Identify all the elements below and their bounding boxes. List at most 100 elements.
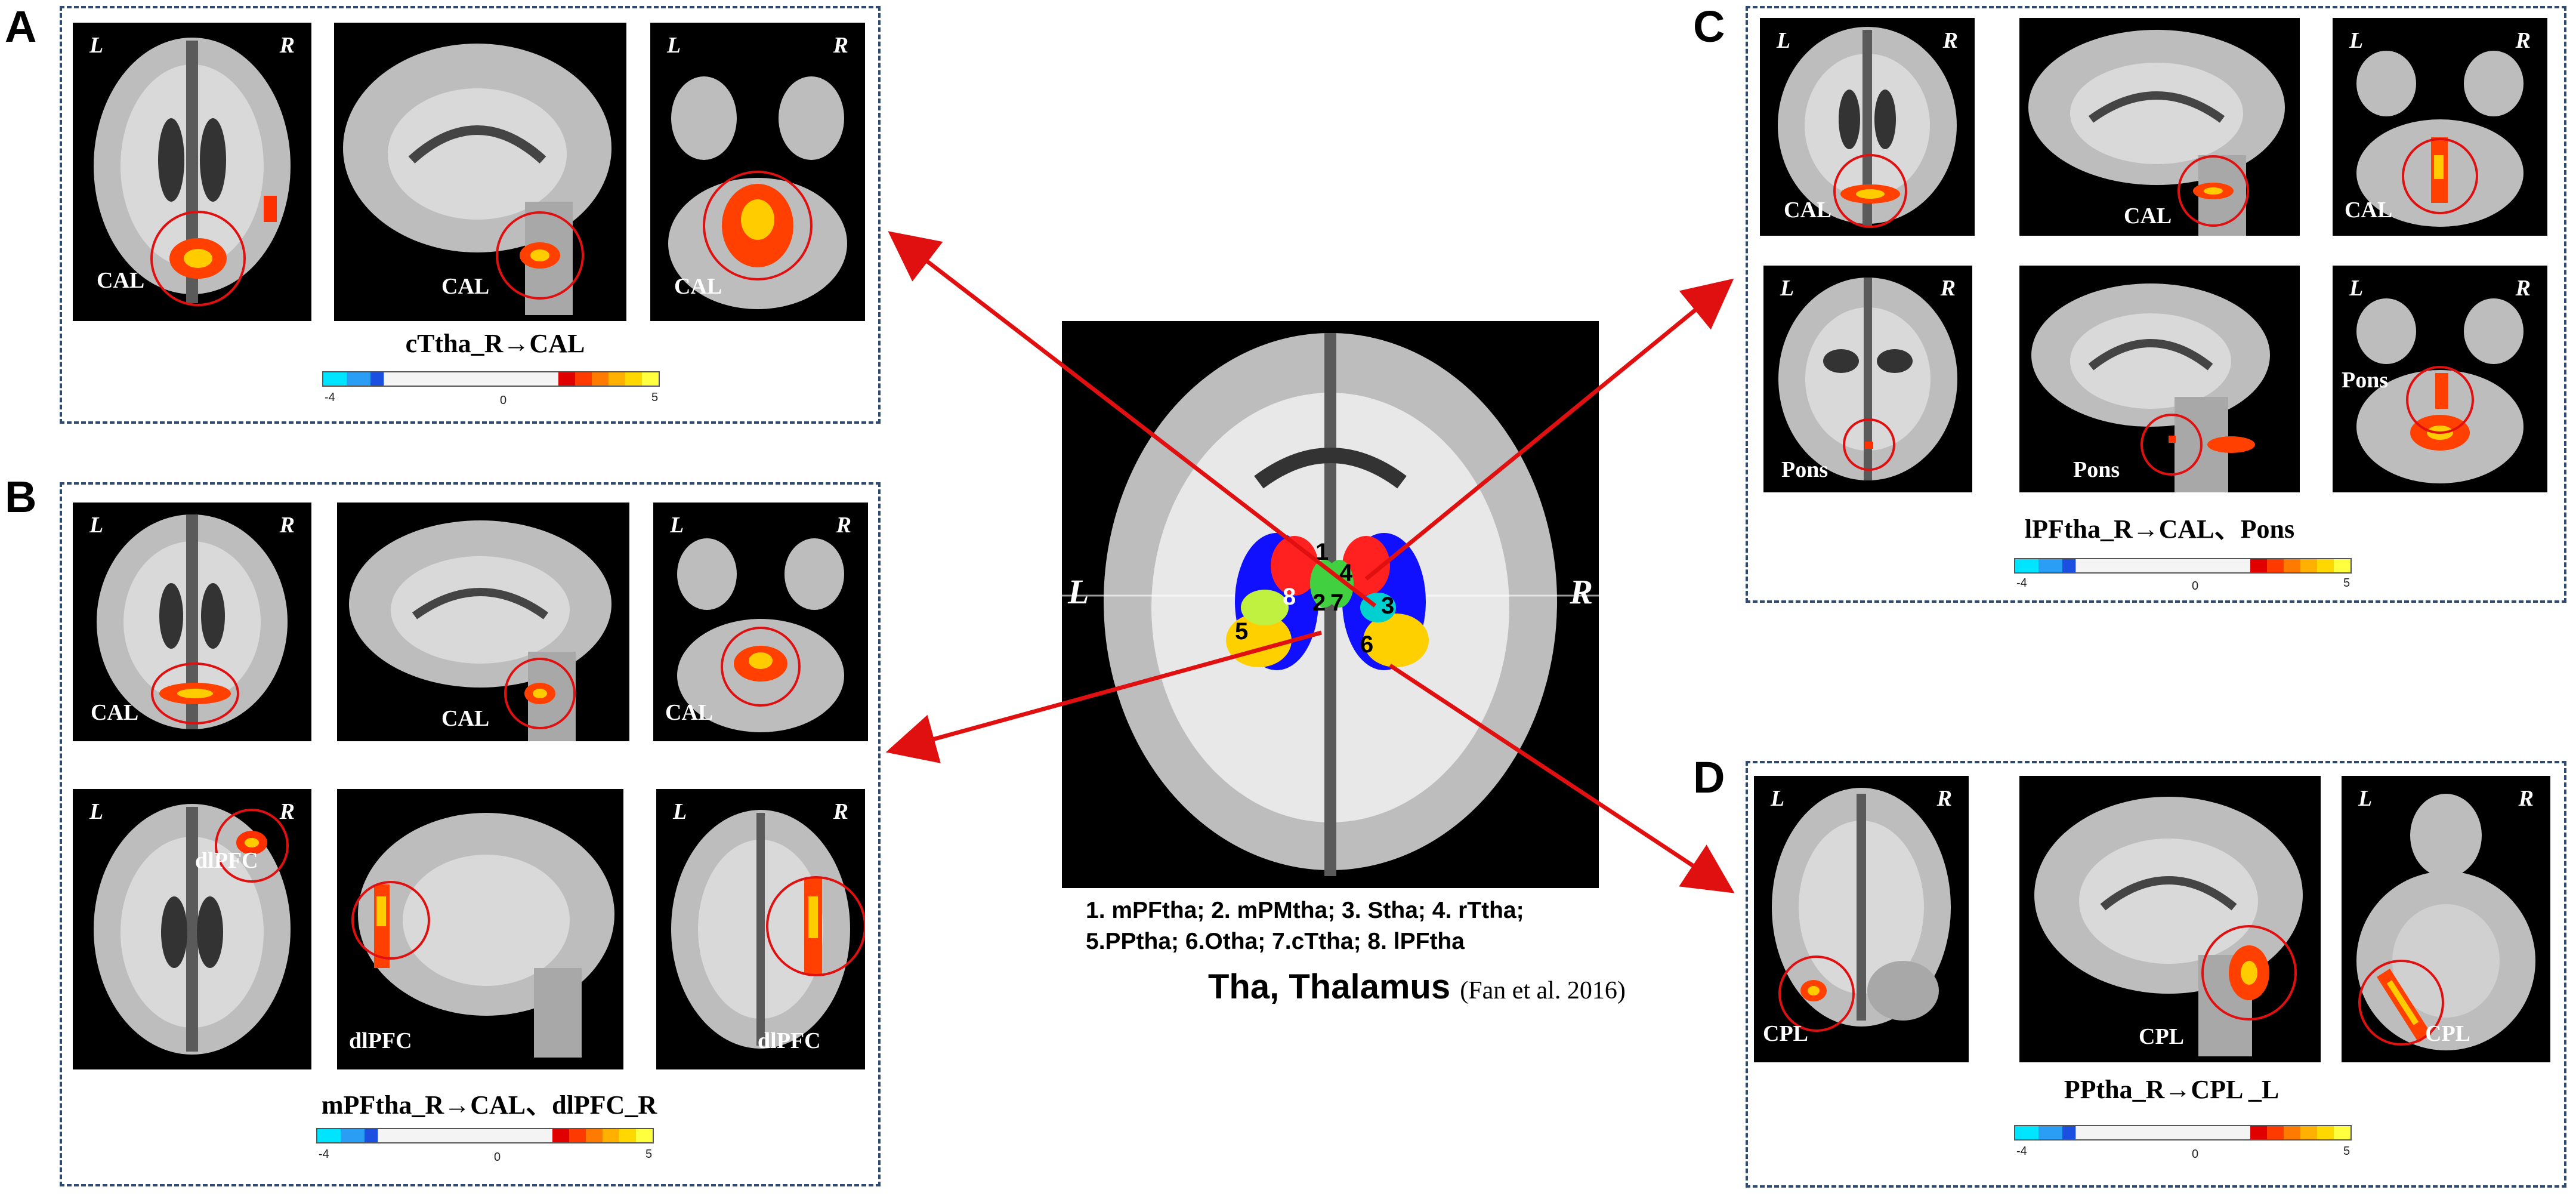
atlas-left-label: L <box>1068 572 1089 611</box>
atlas-num-3: 3 <box>1381 593 1395 619</box>
panel-c-sagittal-slice-1: CAL <box>2019 18 2300 236</box>
panel-a-cbar-mid: 0 <box>500 394 507 407</box>
panel-c-region-label-6: Pons <box>2342 368 2389 393</box>
atlas-num-7: 7 <box>1330 590 1344 616</box>
panel-d-orient-r-1: R <box>1936 786 1952 811</box>
panel-b-orient-l-6: L <box>673 799 687 824</box>
panel-c-orient-l-4: L <box>1780 276 1794 301</box>
panel-b-axial-slice-1: L R CAL <box>73 503 311 741</box>
panel-a-orient-r-1: R <box>279 33 295 58</box>
panel-b-cbar-mid: 0 <box>494 1151 501 1164</box>
panel-c-cbar-max: 5 <box>2343 577 2350 590</box>
panel-b-region-label-5: dlPFC <box>349 1028 412 1053</box>
atlas-num-4: 4 <box>1339 560 1353 586</box>
panel-b-cbar-min: -4 <box>319 1148 329 1161</box>
panel-a-cbar-min: -4 <box>325 391 335 404</box>
panel-c-title: lPFtha_R→CAL、Pons <box>2024 514 2295 544</box>
panel-a-colorbar <box>322 371 660 387</box>
panel-b-sagittal-slice-2: dlPFC <box>337 789 623 1069</box>
atlas-num-6: 6 <box>1360 631 1374 658</box>
panel-b-title: mPFtha_R→CAL、dlPFC_R <box>321 1090 657 1120</box>
panel-a-region-label-3: CAL <box>674 274 722 299</box>
panel-d-colorbar <box>2014 1125 2352 1140</box>
panel-b-axial-slice-2: L R dlPFC <box>73 789 311 1069</box>
panel-c-region-label-4: Pons <box>1781 457 1828 482</box>
panel-b-letter: B <box>5 472 37 522</box>
panel-c-orient-r-6: R <box>2515 276 2531 301</box>
panel-d-axial-slice: L R CPL <box>1754 776 1969 1062</box>
thalamus-atlas-image: L R 1 4 8 2 7 3 5 6 <box>1062 321 1599 888</box>
panel-d-orient-l-3: L <box>2358 786 2373 811</box>
panel-d-frame <box>1746 761 2566 1188</box>
atlas-right-label: R <box>1570 572 1593 611</box>
panel-a-coronal-slice: L R CAL <box>650 23 865 321</box>
panel-c-letter: C <box>1693 2 1725 51</box>
panel-d-letter: D <box>1693 753 1725 802</box>
panel-a-orient-l-1: L <box>89 33 104 58</box>
panel-c-orient-r-1: R <box>1942 28 1958 53</box>
panel-d-region-label-2: CPL <box>2139 1024 2184 1049</box>
panel-b-coronal-slice-2: L R dlPFC <box>656 789 865 1069</box>
panel-a-region-label-2: CAL <box>441 274 490 299</box>
panel-c-region-label-2: CAL <box>2124 204 2172 229</box>
panel-c-orient-l-1: L <box>1777 28 1791 53</box>
panel-c-colorbar <box>2014 558 2352 574</box>
panel-a-orient-l-3: L <box>667 33 681 58</box>
panel-c-axial-slice-2: L R Pons <box>1763 266 1972 492</box>
panel-c-coronal-slice-1: L R CAL <box>2333 18 2547 236</box>
atlas-caption: Tha, Thalamus <box>1208 967 1451 1006</box>
panel-d-coronal-slice: L R CPL <box>2342 776 2550 1062</box>
panel-d-sagittal-slice: CPL <box>2019 776 2321 1062</box>
atlas-legend: 1. mPFtha; 2. mPMtha; 3. Stha; 4. rTtha;… <box>1086 895 1524 957</box>
panel-b-sagittal-slice-1: CAL <box>337 503 629 741</box>
panel-d-region-label-1: CPL <box>1763 1021 1808 1046</box>
panel-c-orient-l-3: L <box>2349 28 2364 53</box>
panel-b-region-label-2: CAL <box>441 706 490 731</box>
panel-b-cbar-max: 5 <box>645 1148 653 1161</box>
panel-b-orient-l-4: L <box>89 799 104 824</box>
panel-c-cbar-mid: 0 <box>2192 579 2199 593</box>
panel-c-orient-r-3: R <box>2515 28 2531 53</box>
panel-a-axial-slice: L R CAL <box>73 23 311 321</box>
panel-a-letter: A <box>5 2 37 51</box>
panel-b-frame <box>60 482 881 1186</box>
panel-b-orient-l-3: L <box>670 513 684 538</box>
panel-c-axial-slice-1: L R CAL <box>1760 18 1975 236</box>
panel-b-orient-l-1: L <box>89 513 104 538</box>
atlas-num-8: 8 <box>1283 584 1296 610</box>
panel-a-title: cTtha_R→CAL <box>405 329 585 358</box>
atlas-num-2: 2 <box>1312 590 1326 616</box>
panel-b-region-label-3: CAL <box>665 700 714 725</box>
panel-c-cbar-min: -4 <box>2016 577 2027 590</box>
panel-d-cbar-mid: 0 <box>2192 1148 2199 1161</box>
panel-b-coronal-slice-1: L R CAL <box>653 503 868 741</box>
panel-b-region-label-4: dlPFC <box>195 848 258 873</box>
panel-d-cbar-max: 5 <box>2343 1145 2350 1158</box>
panel-b-region-label-1: CAL <box>91 700 139 725</box>
panel-a-sagittal-slice: CAL <box>334 23 626 321</box>
panel-b-colorbar <box>316 1128 654 1143</box>
panel-c-orient-r-4: R <box>1940 276 1956 301</box>
panel-b-region-label-6: dlPFC <box>758 1028 821 1053</box>
panel-b-orient-r-6: R <box>833 799 848 824</box>
panel-d-orient-r-3: R <box>2518 786 2534 811</box>
atlas-legend-line-1: 1. mPFtha; 2. mPMtha; 3. Stha; 4. rTtha; <box>1086 898 1524 923</box>
panel-b-orient-r-1: R <box>279 513 295 538</box>
panel-c-region-label-3: CAL <box>2345 198 2393 223</box>
panel-d-region-label-3: CPL <box>2425 1021 2470 1046</box>
panel-a-orient-r-3: R <box>833 33 848 58</box>
panel-b-orient-r-4: R <box>279 799 295 824</box>
panel-d-orient-l-1: L <box>1771 786 1785 811</box>
atlas-citation: (Fan et al. 2016) <box>1460 977 1626 1004</box>
atlas-caption-row: Tha, Thalamus (Fan et al. 2016) <box>1208 967 1626 1007</box>
panel-c-frame <box>1746 6 2566 603</box>
atlas-legend-line-2: 5.PPtha; 6.Otha; 7.cTtha; 8. lPFtha <box>1086 929 1465 954</box>
panel-d-cbar-min: -4 <box>2016 1145 2027 1158</box>
panel-c-region-label-1: CAL <box>1784 198 1832 223</box>
panel-d-title: PPtha_R→CPL _L <box>2064 1075 2280 1104</box>
panel-b-orient-r-3: R <box>836 513 851 538</box>
atlas-num-1: 1 <box>1315 539 1329 565</box>
panel-c-coronal-slice-2: L R Pons <box>2333 266 2547 492</box>
panel-c-sagittal-slice-2: Pons <box>2019 266 2300 492</box>
